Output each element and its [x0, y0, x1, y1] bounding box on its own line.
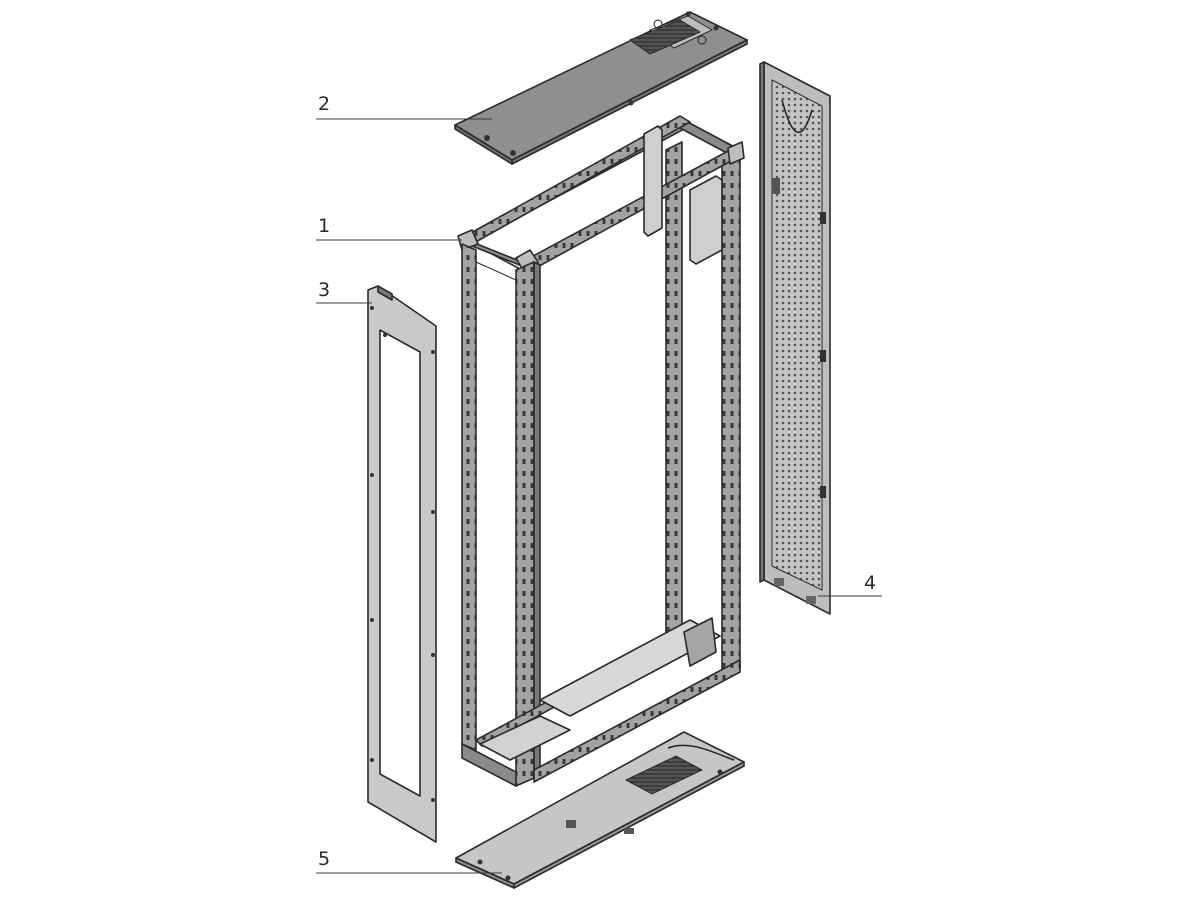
callout-label-4: 4: [864, 572, 876, 594]
callout-2: 2: [316, 93, 492, 120]
callout-4: 4: [818, 572, 882, 597]
callout-label-2: 2: [318, 93, 330, 115]
callout-3: 3: [316, 279, 372, 304]
callout-5: 5: [316, 848, 502, 874]
roof-plate: [454, 11, 748, 165]
cabinet-frame: [457, 115, 745, 787]
callout-label-3: 3: [318, 279, 330, 301]
callout-label-5: 5: [318, 848, 330, 870]
base-plate: [455, 731, 745, 889]
perforated-door: [759, 61, 831, 615]
side-panel-with-cutout: [367, 285, 437, 843]
callout-1: 1: [316, 215, 462, 241]
callout-label-1: 1: [318, 215, 330, 237]
